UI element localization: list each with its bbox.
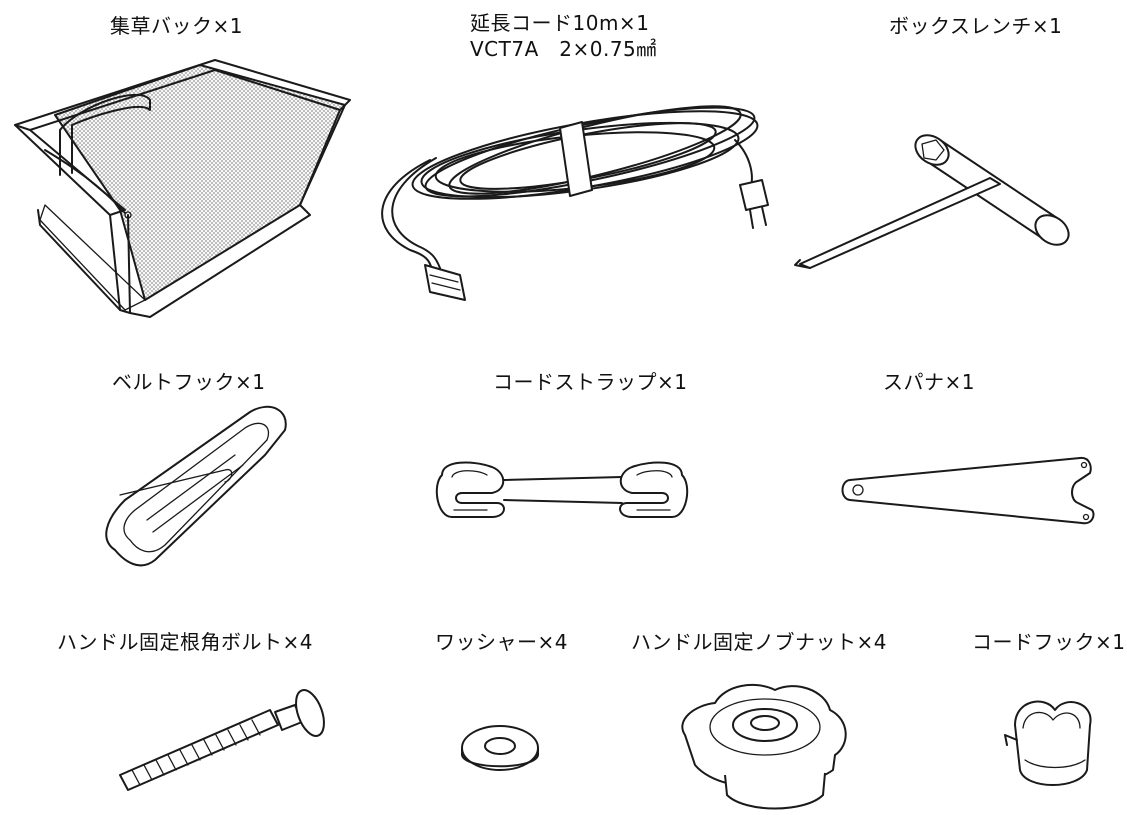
carriage-bolt-label: ハンドル固定根角ボルト×4 [57, 630, 313, 654]
cord-strap-illustration [435, 461, 689, 518]
box-wrench-illustration [794, 134, 1070, 269]
washer-label: ワッシャー×4 [435, 630, 568, 654]
cord-hook-label: コードフック×1 [972, 630, 1126, 654]
extension-cord-label-line1: 延長コード10m×1 [470, 11, 650, 35]
extension-cord-label: 延長コード10m×1 VCT7A 2×0.75㎟ [470, 10, 657, 62]
carriage-bolt-illustration [119, 689, 325, 791]
box-wrench-label: ボックスレンチ×1 [889, 14, 1063, 38]
grass-bag-label: 集草バック×1 [110, 14, 243, 38]
spanner-illustration [841, 456, 1095, 525]
cord-strap-label: コードストラップ×1 [493, 370, 688, 394]
washer-illustration [461, 725, 539, 771]
grass-bag-illustration [14, 59, 351, 318]
extension-cord-illustration [381, 105, 769, 301]
knob-nut-label: ハンドル固定ノブナット×4 [631, 630, 887, 654]
belt-hook-label: ベルトフック×1 [112, 370, 266, 394]
spanner-label: スパナ×1 [883, 370, 975, 394]
cord-hook-illustration [1004, 700, 1092, 786]
belt-hook-illustration [105, 405, 287, 567]
extension-cord-label-line2: VCT7A 2×0.75㎟ [470, 37, 657, 61]
knob-nut-illustration [681, 683, 847, 810]
